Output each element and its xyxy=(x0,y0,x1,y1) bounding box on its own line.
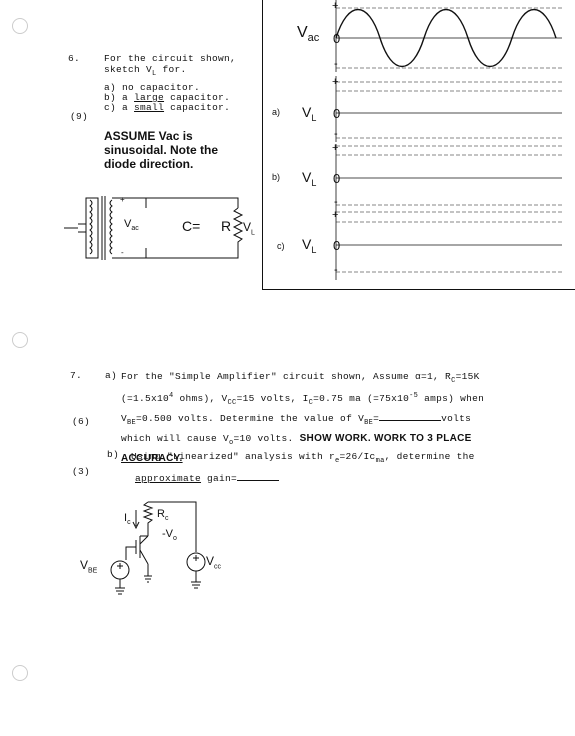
binder-hole-bottom xyxy=(12,665,28,681)
q6-circuit-res-label: R xyxy=(221,218,232,234)
graph-a-label: a) xyxy=(272,107,281,117)
graph-c-zero: 0 xyxy=(333,238,341,253)
graph-a-vl: VL xyxy=(302,104,317,123)
q6-note: ASSUME Vac is sinusoidal. Note the diode… xyxy=(104,129,219,171)
q7-points-a: (6) xyxy=(72,416,91,427)
ic-arrow xyxy=(132,510,140,530)
vbe-ground xyxy=(115,579,125,595)
binder-hole-top xyxy=(12,18,28,34)
q7-a-prefix: a) xyxy=(105,370,118,381)
graph-a-zero: 0 xyxy=(333,106,341,121)
graph-c-vl: VL xyxy=(302,236,317,255)
graph-b-plus: + xyxy=(332,142,339,154)
secondary-winding xyxy=(109,199,113,255)
q6-circuit-vac: Vac xyxy=(124,218,139,233)
top-rail xyxy=(148,501,197,552)
top-wire xyxy=(112,197,239,208)
q7-vcc-label: Vcc xyxy=(206,554,222,571)
q6-prompt-line1: For the circuit shown, xyxy=(104,53,237,64)
q6-points: (9) xyxy=(70,111,89,122)
vbe-answer-blank[interactable] xyxy=(379,419,442,421)
transformer-core xyxy=(101,196,106,260)
q7-b-prefix: b) xyxy=(107,449,120,460)
q7-points-b: (3) xyxy=(72,466,91,477)
q7-a-line4: which will cause Vo=10 volts. SHOW WORK.… xyxy=(121,432,472,447)
q6-circuit-minus: - xyxy=(121,248,124,257)
emitter-to-ground xyxy=(144,564,152,583)
q6-options: a) no capacitor. b) a large capacitor. c… xyxy=(104,83,230,113)
q7-part-b-text: Using "Linearized" analysis with re=26/I… xyxy=(131,448,475,487)
graph-vac-plus: + xyxy=(332,0,339,12)
q6-circuit-plus: + xyxy=(120,195,125,204)
graph-vac-minus: - xyxy=(334,58,338,70)
q6-graph-panel xyxy=(262,0,575,290)
q7-rc-label: Rc xyxy=(157,508,169,523)
binder-hole-middle xyxy=(12,332,28,348)
q7-a-line5: ACCURACY. xyxy=(121,452,183,464)
graph-vac-label: Vac xyxy=(297,24,320,45)
bottom-wire xyxy=(112,248,239,259)
q6-option-c: c) a small capacitor. xyxy=(104,102,231,113)
q6-option-b: b) a large capacitor. xyxy=(104,92,231,103)
q7-a-line3: VBE=0.500 volts. Determine the value of … xyxy=(121,412,472,427)
q6-number: 6. xyxy=(68,53,81,64)
q6-option-a: a) no capacitor. xyxy=(104,82,201,93)
graph-c-label: c) xyxy=(277,241,285,251)
graph-b-zero: 0 xyxy=(333,171,341,186)
q7-vbe-label: VBE xyxy=(80,558,98,575)
graph-a-minus: - xyxy=(334,128,338,140)
q7-part-a-text: For the "Simple Amplifier" circuit shown… xyxy=(121,369,561,466)
graph-c-minus: - xyxy=(334,264,338,276)
q6-circuit-cap-label: C= xyxy=(182,218,201,234)
q6-prompt: For the circuit shown, sketch VL for. xyxy=(104,53,236,80)
graph-c-plus: + xyxy=(332,209,339,221)
graph-b-vl: VL xyxy=(302,169,317,188)
graph-b-minus: - xyxy=(334,196,338,208)
q7-a-line1: For the "Simple Amplifier" circuit shown… xyxy=(121,371,480,385)
transistor-body xyxy=(135,535,149,565)
q7-vo-label: -Vo xyxy=(162,528,177,543)
vac-sine-wave xyxy=(335,8,557,68)
q7-b-line2: approximate gain= xyxy=(131,470,475,487)
q6-prompt-line2: sketch VL for. xyxy=(104,64,187,78)
q7-amplifier-circuit xyxy=(110,501,206,595)
primary-winding xyxy=(89,199,93,255)
q7-a-line2: (=1.5x104 ohms), VCC=15 volts, IC=0.75 m… xyxy=(121,391,485,407)
vbe-plus xyxy=(117,563,123,569)
q7-b-line1: Using "Linearized" analysis with re=26/I… xyxy=(131,451,475,465)
graph-b-label: b) xyxy=(272,172,281,182)
vcc-plus xyxy=(193,555,199,561)
q7-number: 7. xyxy=(70,370,83,381)
base-wire xyxy=(125,546,136,560)
graph-vac-zero: 0 xyxy=(333,31,341,46)
q6-circuit-diagram xyxy=(64,196,244,260)
vcc-ground xyxy=(191,571,201,589)
primary-lead-left xyxy=(78,223,86,233)
q6-circuit-vl: VL xyxy=(243,220,255,237)
rc-resistor xyxy=(142,501,154,536)
graph-a-plus: + xyxy=(332,76,339,88)
resistor-zigzag xyxy=(232,207,244,248)
q7-ic-label: Ic xyxy=(124,512,131,527)
gain-answer-blank[interactable] xyxy=(237,479,280,481)
